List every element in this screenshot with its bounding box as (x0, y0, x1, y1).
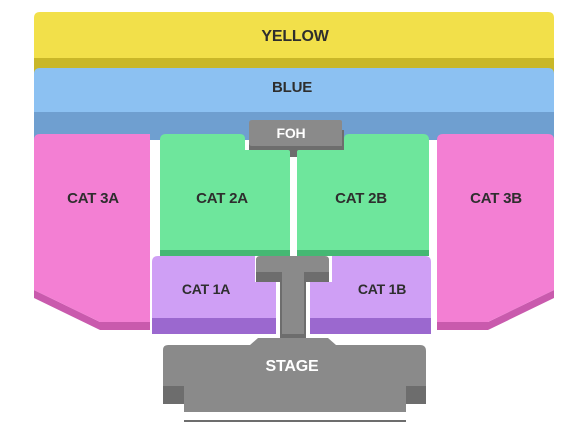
section-yellow-label: YELLOW (261, 28, 329, 45)
section-blue-label: BLUE (272, 79, 312, 96)
section-cat-1b-label: CAT 1B (358, 281, 406, 297)
section-cat-1a[interactable]: CAT 1A (152, 256, 276, 334)
section-cat-2a-label: CAT 2A (196, 190, 248, 207)
section-cat-3b[interactable]: CAT 3B (437, 134, 554, 330)
section-cat-3b-label: CAT 3B (470, 190, 522, 207)
section-cat-2b-label: CAT 2B (335, 190, 387, 207)
section-yellow[interactable]: YELLOW (34, 12, 554, 76)
section-cat-1a-label: CAT 1A (182, 281, 230, 297)
section-cat-2a[interactable]: CAT 2A (160, 134, 290, 256)
section-cat-1b[interactable]: CAT 1B (310, 256, 431, 334)
section-stage[interactable]: STAGE (163, 256, 426, 422)
section-cat-2b[interactable]: CAT 2B (297, 134, 429, 256)
section-cat-3a-label: CAT 3A (67, 190, 119, 207)
section-stage-label: STAGE (266, 358, 319, 375)
section-foh-label: FOH (277, 125, 306, 141)
section-cat-3a[interactable]: CAT 3A (34, 134, 150, 330)
